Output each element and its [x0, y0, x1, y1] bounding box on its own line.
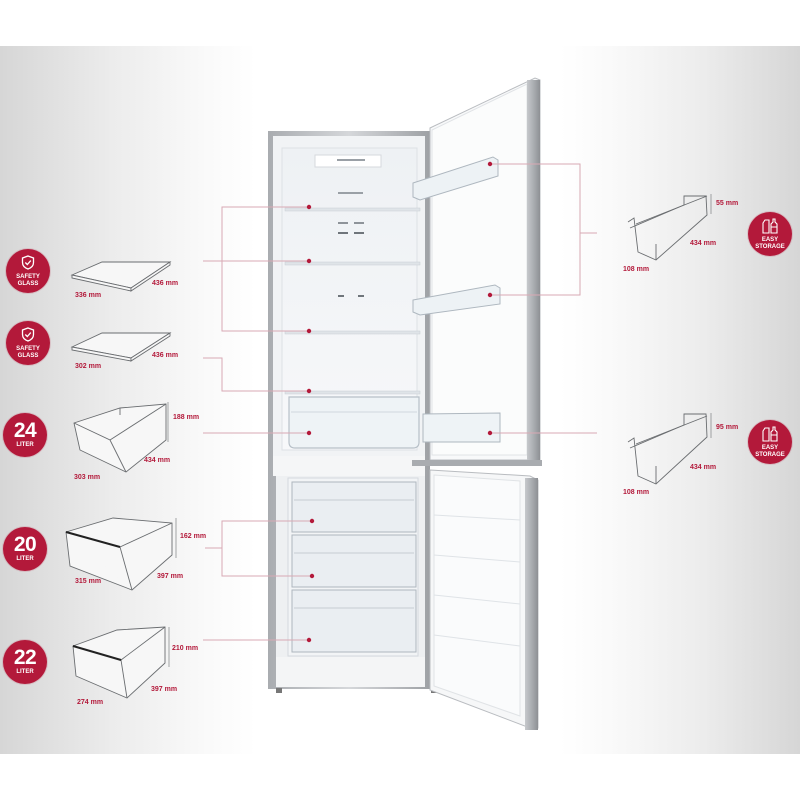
bottles-icon: [762, 218, 778, 234]
badge-label: SAFETY GLASS: [16, 274, 40, 287]
bottles-icon: [762, 426, 778, 442]
door-balcony-icon: [627, 413, 708, 485]
hotspot-dot: [306, 388, 312, 394]
dimension-width: 303 mm: [74, 474, 101, 481]
dimension-depth: 436 mm: [152, 352, 179, 359]
capacity-unit: LITER: [16, 556, 34, 562]
dimension-depth: 434 mm: [144, 457, 171, 464]
dimension-depth: 436 mm: [152, 280, 179, 287]
dimension-width: 315 mm: [75, 578, 102, 585]
freezer-drawer-icon: [72, 626, 166, 699]
easy-storage-badge: EASY STORAGE: [748, 420, 792, 464]
hotspot-dot: [487, 430, 493, 436]
dimension-height: 55 mm: [716, 200, 739, 207]
dimension-height: 188 mm: [173, 414, 200, 421]
freezer-drawer-icon: [65, 517, 173, 591]
dimension-length: 434 mm: [690, 464, 717, 471]
shield-check-icon: [21, 327, 35, 342]
capacity-number: 20: [13, 533, 37, 556]
badge-label: EASY STORAGE: [755, 237, 785, 250]
dimension-width: 108 mm: [623, 489, 650, 496]
hotspot-dot: [309, 518, 315, 524]
easy-storage-badge: EASY STORAGE: [748, 212, 792, 256]
capacity-unit: LITER: [16, 669, 34, 675]
hotspot-dot: [309, 573, 315, 579]
dimension-width: 274 mm: [77, 699, 104, 706]
glass-shelf-icon: [70, 332, 172, 362]
hotspot-dot: [306, 328, 312, 334]
badge-label: EASY STORAGE: [755, 445, 785, 458]
capacity-badge-20: 20 LITER: [3, 527, 47, 571]
dimension-height: 162 mm: [180, 533, 207, 540]
dimension-width: 108 mm: [623, 266, 650, 273]
glass-shelf-icon: [70, 261, 172, 292]
shield-check-icon: [21, 255, 35, 270]
dimension-width: 336 mm: [75, 292, 102, 299]
dimension-depth: 397 mm: [151, 686, 178, 693]
safety-glass-badge: SAFETY GLASS: [6, 249, 50, 293]
crisper-drawer-icon: [73, 403, 167, 473]
hotspot-dot: [306, 430, 312, 436]
safety-glass-badge: SAFETY GLASS: [6, 321, 50, 365]
badge-label: SAFETY GLASS: [16, 346, 40, 359]
dimension-height: 210 mm: [172, 645, 199, 652]
hotspot-dot: [306, 258, 312, 264]
door-balcony-icon: [627, 195, 708, 261]
hotspot-dot: [487, 161, 493, 167]
capacity-badge-22: 22 LITER: [3, 640, 47, 684]
dimension-height: 95 mm: [716, 424, 739, 431]
capacity-badge-24: 24 LITER: [3, 413, 47, 457]
dimension-length: 434 mm: [690, 240, 717, 247]
dimension-width: 302 mm: [75, 363, 102, 370]
capacity-number: 24: [13, 419, 37, 442]
hotspot-dot: [487, 292, 493, 298]
dimension-depth: 397 mm: [157, 573, 184, 580]
capacity-number: 22: [13, 646, 37, 669]
hotspot-dot: [306, 204, 312, 210]
capacity-unit: LITER: [16, 442, 34, 448]
hotspot-dot: [306, 637, 312, 643]
